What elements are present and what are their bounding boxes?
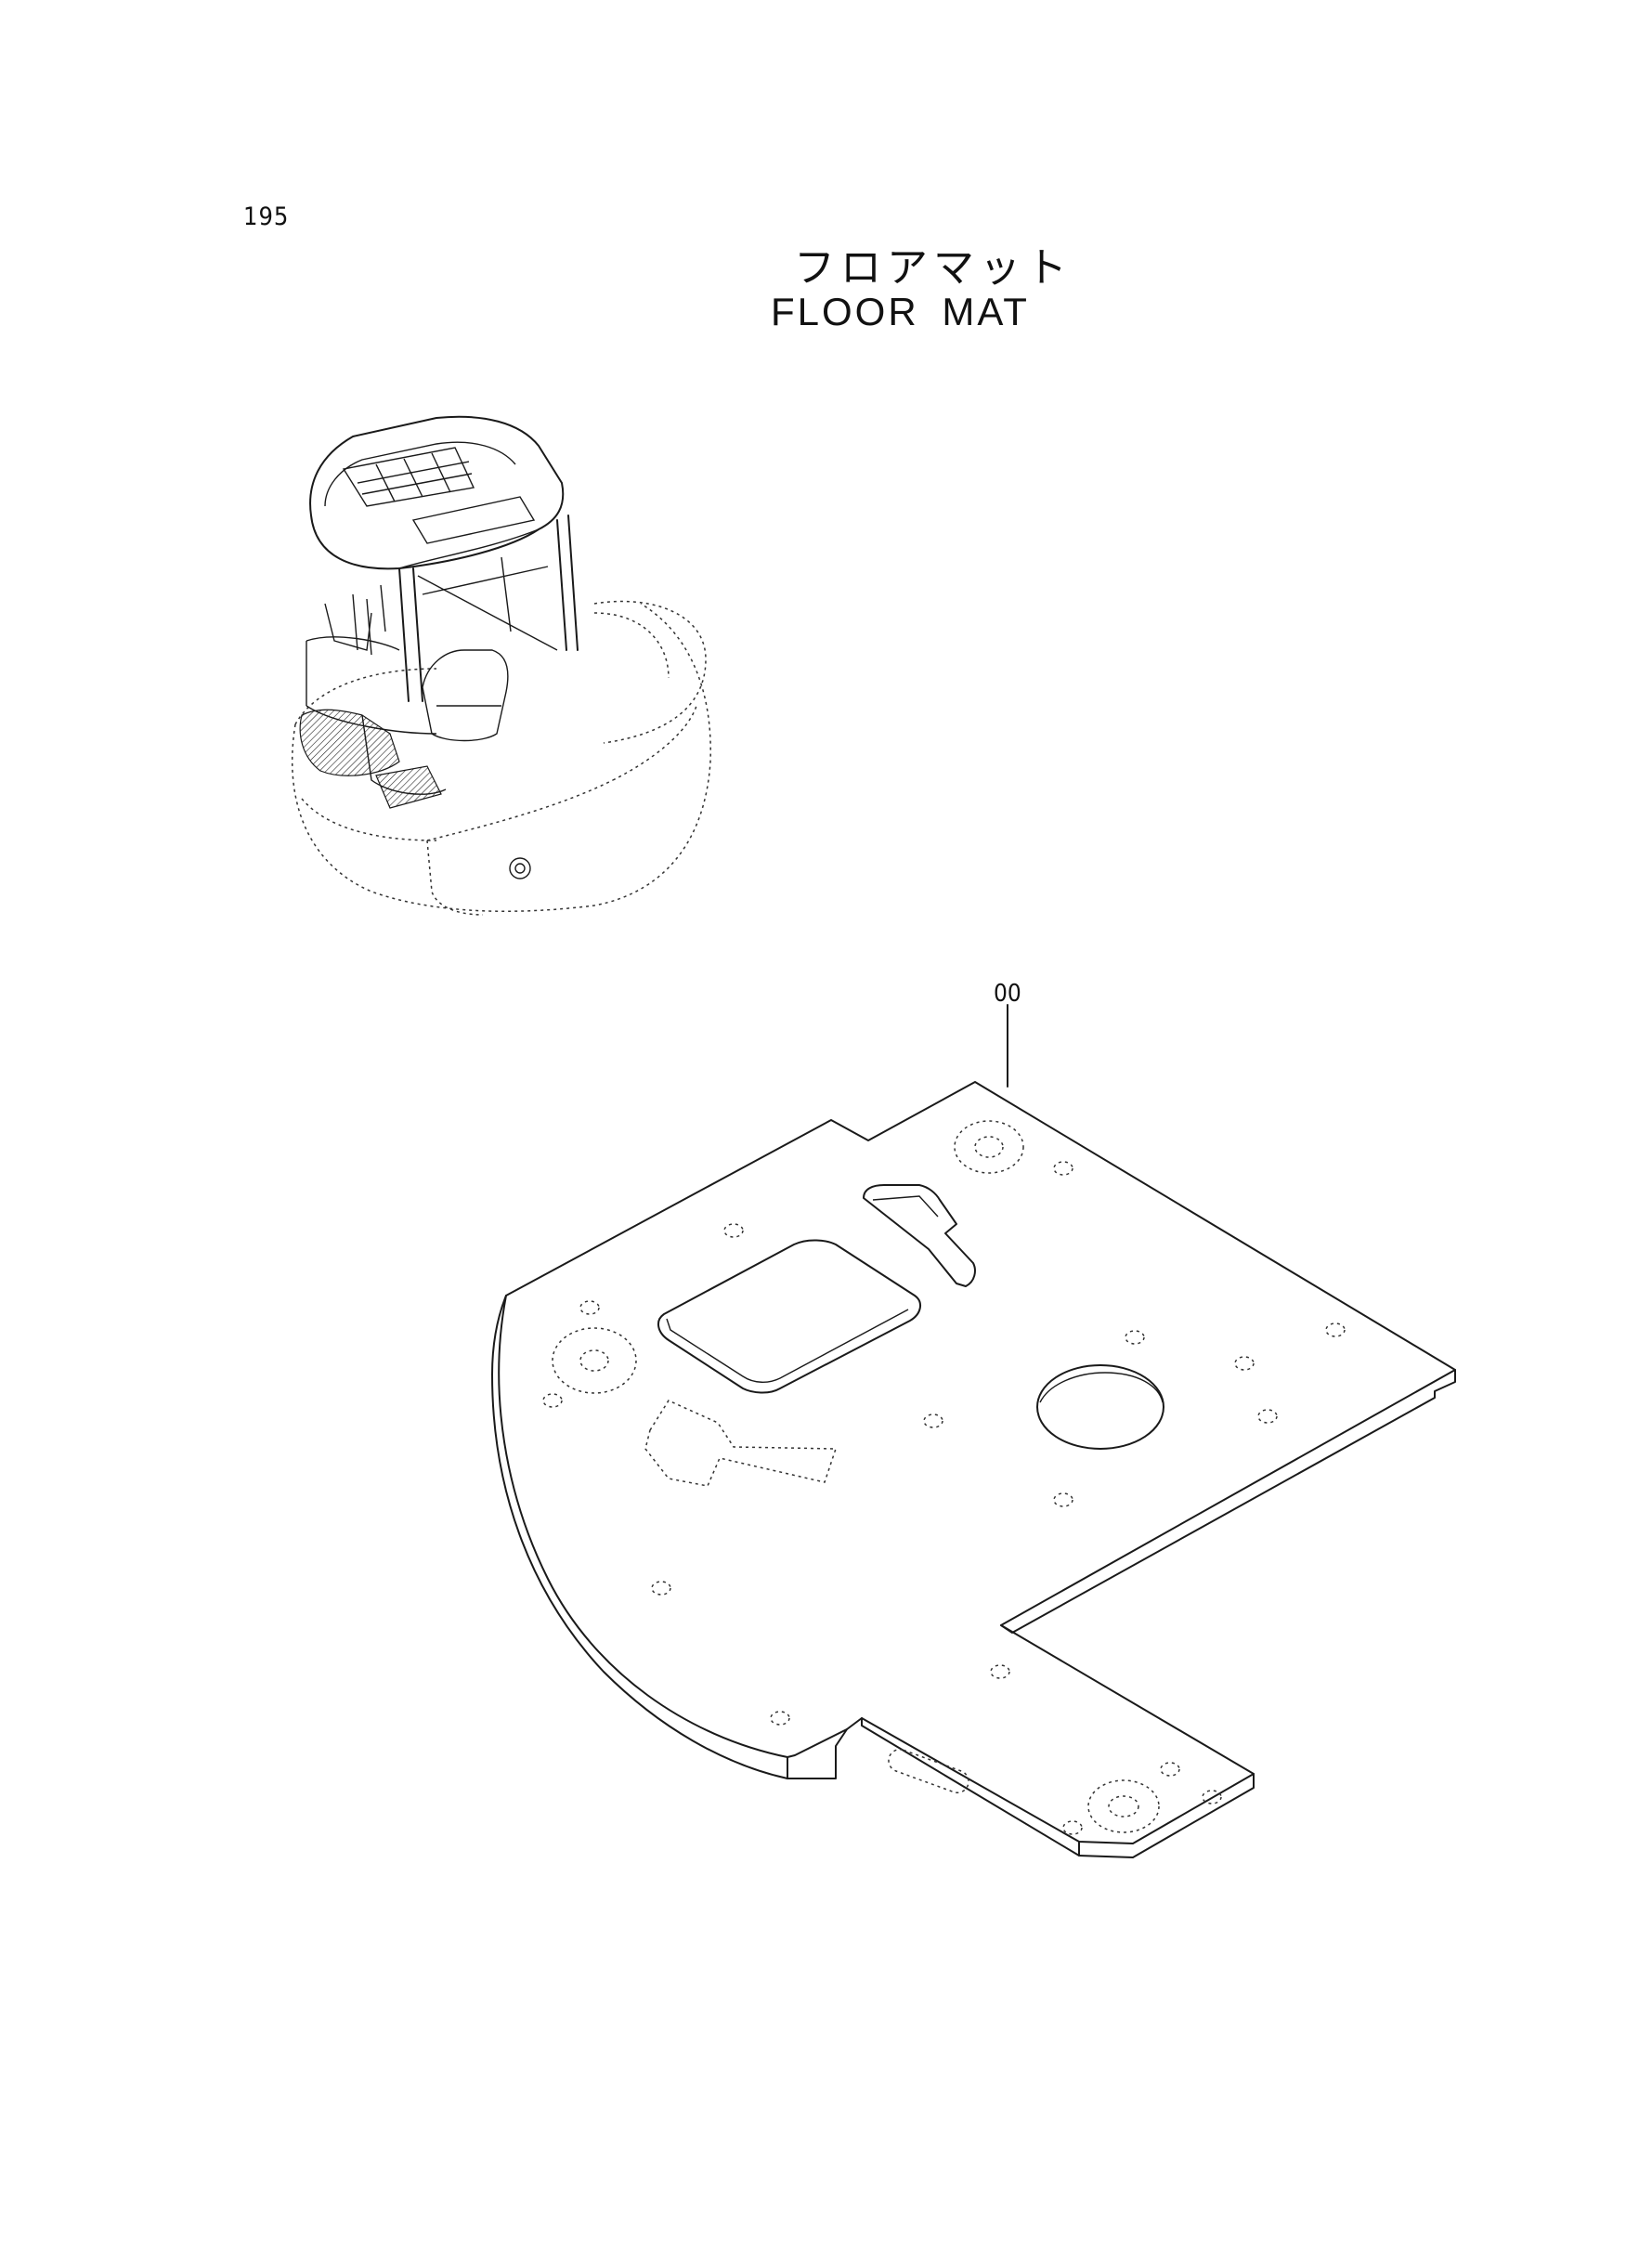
callout-label-00: 00 — [994, 980, 1021, 1008]
floor-mat-icon — [491, 1081, 1456, 1858]
page-number: 195 — [243, 202, 290, 231]
title-english: FLOOR MAT — [771, 290, 1030, 333]
machine-overview-icon — [291, 415, 711, 916]
title-japanese: フロアマット — [794, 244, 1073, 292]
